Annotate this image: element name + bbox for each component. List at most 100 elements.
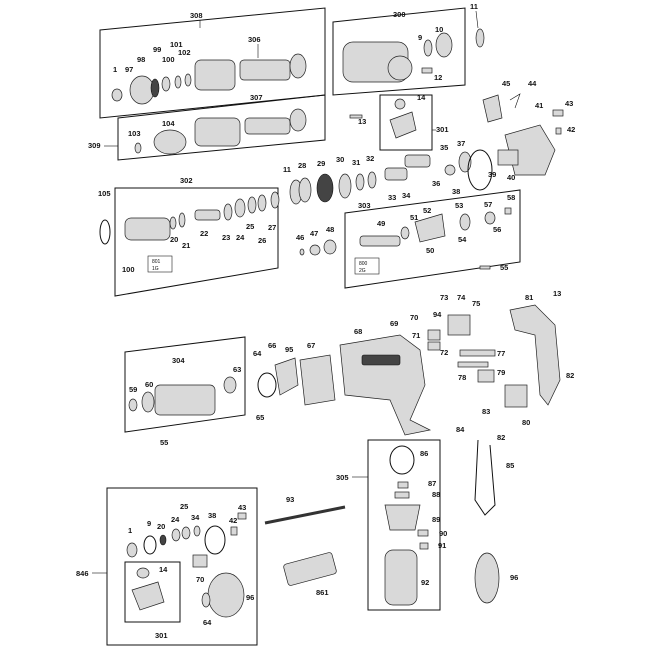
assembly-box-301-kit	[124, 561, 181, 623]
label-9: 9	[418, 33, 422, 42]
label-29: 29	[317, 159, 325, 168]
part-81-handle	[509, 304, 561, 406]
label-38-kit: 38	[208, 511, 216, 520]
label-24: 24	[236, 233, 245, 242]
assembly-box-846	[106, 487, 258, 646]
label-60: 60	[145, 380, 153, 389]
label-100-302: 100	[122, 265, 135, 274]
part-21	[178, 212, 186, 228]
assembly-box-305	[367, 439, 441, 611]
part-85-cord	[474, 439, 496, 516]
part-99	[150, 78, 160, 98]
label-14: 14	[417, 93, 426, 102]
part-28	[298, 177, 312, 203]
part-49-shaft	[359, 235, 401, 247]
part-70	[427, 329, 441, 341]
label-300: 300	[393, 10, 406, 19]
label-42: 42	[567, 125, 575, 134]
part-96-dust-cap	[474, 552, 500, 604]
label-33: 33	[388, 193, 396, 202]
label-72: 72	[440, 348, 448, 357]
part-42-kit	[230, 526, 238, 536]
part-64-ring	[257, 372, 277, 398]
label-11: 11	[470, 2, 478, 11]
part-9	[423, 39, 433, 57]
part-68-housing	[339, 334, 432, 436]
part-105-oring	[99, 219, 111, 245]
part-12	[421, 67, 433, 74]
label-26: 26	[258, 236, 266, 245]
label-309: 309	[88, 141, 101, 150]
label-44: 44	[528, 79, 537, 88]
label-55: 55	[500, 263, 508, 272]
label-51: 51	[410, 213, 418, 222]
label-64-kit: 64	[203, 618, 212, 627]
part-48	[323, 239, 337, 255]
label-104: 104	[162, 119, 175, 128]
label-35: 35	[440, 143, 448, 152]
label-93: 93	[286, 495, 294, 504]
part-307-gear	[289, 108, 307, 132]
part-36	[444, 164, 456, 176]
part-302-barrel	[124, 217, 171, 241]
tag-303-line1: 800	[359, 261, 368, 267]
part-45	[482, 94, 503, 123]
tag-302	[147, 255, 173, 273]
label-301-kit: 301	[155, 631, 168, 640]
part-66-baffle	[274, 357, 299, 396]
label-13: 13	[358, 117, 366, 126]
label-84: 84	[456, 425, 465, 434]
label-102: 102	[178, 48, 191, 57]
part-29-gear	[316, 173, 334, 203]
label-25: 25	[246, 222, 254, 231]
label-56: 56	[493, 225, 501, 234]
part-306-toolholder	[194, 59, 236, 91]
label-46: 46	[296, 233, 304, 242]
part-38-kit	[204, 525, 226, 555]
part-89	[384, 504, 421, 531]
part-44-spring	[509, 93, 521, 109]
part-73-74	[447, 314, 471, 336]
label-306: 306	[248, 35, 261, 44]
assembly-box-300	[332, 7, 466, 96]
label-92: 92	[421, 578, 429, 587]
part-34-kit	[193, 525, 201, 537]
label-53: 53	[455, 201, 463, 210]
label-57: 57	[484, 200, 492, 209]
part-102	[184, 73, 192, 87]
label-54: 54	[458, 235, 467, 244]
part-46	[299, 248, 305, 256]
part-92-side-handle	[384, 549, 418, 606]
part-67-stator	[299, 354, 336, 406]
label-99: 99	[153, 45, 161, 54]
label-37: 37	[457, 139, 465, 148]
label-96-kit: 96	[246, 593, 254, 602]
label-13-right: 13	[553, 289, 561, 298]
label-10: 10	[435, 25, 443, 34]
part-77	[459, 349, 496, 357]
label-25-kit: 25	[180, 502, 188, 511]
part-60	[141, 391, 155, 413]
label-73: 73	[440, 293, 448, 302]
label-71: 71	[412, 331, 420, 340]
label-97: 97	[125, 65, 133, 74]
label-48: 48	[326, 225, 334, 234]
part-63	[223, 376, 237, 394]
part-24	[234, 198, 246, 218]
part-103	[134, 142, 142, 154]
label-105: 105	[98, 189, 111, 198]
part-861-bit-case	[283, 552, 337, 586]
label-846: 846	[76, 569, 89, 578]
label-43-kit: 43	[238, 503, 246, 512]
label-9-kit: 9	[147, 519, 151, 528]
label-94: 94	[433, 310, 442, 319]
label-86: 86	[420, 449, 428, 458]
label-65: 65	[256, 413, 264, 422]
part-93-depth-rod	[264, 505, 346, 525]
label-67: 67	[307, 341, 315, 350]
label-32: 32	[366, 154, 374, 163]
part-104	[153, 129, 187, 155]
label-31: 31	[352, 158, 360, 167]
label-50: 50	[426, 246, 434, 255]
